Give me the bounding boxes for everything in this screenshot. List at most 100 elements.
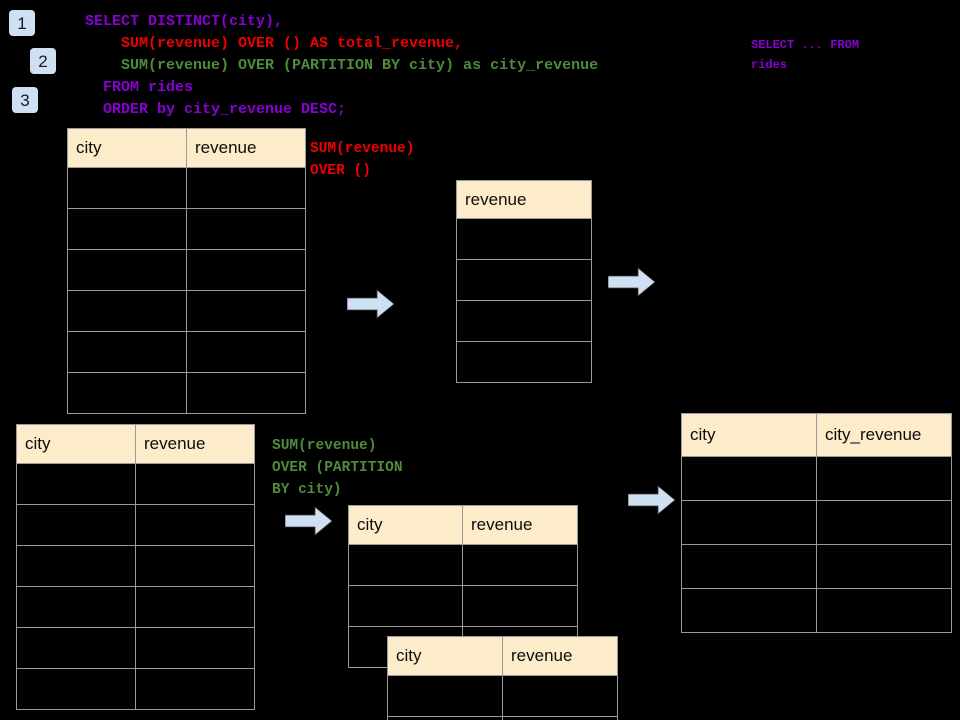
table-row <box>456 341 592 383</box>
cell-city-revenue <box>816 456 952 501</box>
cell-city <box>387 675 503 717</box>
column-header-city: city <box>348 505 463 545</box>
cell-city <box>16 504 136 546</box>
table-row <box>456 300 592 342</box>
column-header-city: city <box>387 636 503 676</box>
table-header-row: revenue <box>456 180 592 219</box>
arrow-total-to-final <box>608 267 656 297</box>
step-badge-3[interactable]: 3 <box>12 87 38 113</box>
column-header-revenue: revenue <box>462 505 578 545</box>
cell-revenue <box>456 218 592 260</box>
column-header-revenue: revenue <box>186 128 306 168</box>
cell-city-revenue <box>816 544 952 589</box>
cell-city <box>16 668 136 710</box>
cell-revenue <box>135 545 255 587</box>
cell-revenue <box>186 290 306 332</box>
cell-revenue <box>135 668 255 710</box>
table-row <box>16 627 255 669</box>
table-row <box>681 456 952 501</box>
cell-city <box>348 585 463 627</box>
column-header-city: city <box>67 128 187 168</box>
table-city-revenue-result: city city_revenue <box>681 413 952 633</box>
cell-city-revenue <box>816 500 952 545</box>
arrow-source-to-partition <box>285 506 333 536</box>
table-row <box>681 500 952 545</box>
table-row <box>387 716 618 720</box>
cell-city <box>681 500 817 545</box>
column-header-city-revenue: city_revenue <box>816 413 952 457</box>
table-row <box>67 372 306 414</box>
arrow-source-to-total <box>347 289 395 319</box>
cell-revenue <box>186 249 306 291</box>
cell-revenue <box>186 208 306 250</box>
table-header-row: city revenue <box>16 424 255 464</box>
cell-city <box>67 208 187 250</box>
table-rides-source-top: city revenue <box>67 128 306 414</box>
table-row <box>67 290 306 332</box>
cell-revenue <box>135 463 255 505</box>
table-row <box>16 668 255 710</box>
cell-revenue <box>186 331 306 373</box>
column-header-revenue: revenue <box>456 180 592 219</box>
cell-city <box>681 544 817 589</box>
arrow-partition-to-final <box>628 485 676 515</box>
table-partition-group-front: city revenue <box>387 636 618 720</box>
table-row <box>348 585 578 627</box>
step-badge-3-label: 3 <box>20 90 30 110</box>
table-header-row: city revenue <box>387 636 618 676</box>
table-row <box>681 588 952 633</box>
cell-city <box>16 545 136 587</box>
sql-line-select: SELECT DISTINCT(city), <box>85 13 284 30</box>
sql-line-order-by: ORDER by city_revenue DESC; <box>85 101 347 118</box>
table-row <box>387 675 618 717</box>
step-badge-1-label: 1 <box>17 13 27 33</box>
cell-city <box>348 544 463 586</box>
cell-revenue <box>462 544 578 586</box>
cell-revenue <box>135 627 255 669</box>
table-row <box>16 463 255 505</box>
table-rides-source-bottom: city revenue <box>16 424 255 710</box>
cell-city <box>67 249 187 291</box>
side-note-rides: rides <box>751 58 788 72</box>
cell-revenue <box>186 372 306 414</box>
cell-city <box>67 167 187 209</box>
step-badge-2[interactable]: 2 <box>30 48 56 74</box>
step-badge-2-label: 2 <box>38 51 48 71</box>
table-row <box>348 544 578 586</box>
cell-city <box>387 716 503 720</box>
cell-revenue <box>456 300 592 342</box>
table-header-row: city revenue <box>67 128 306 168</box>
cell-revenue <box>456 259 592 301</box>
column-header-city: city <box>16 424 136 464</box>
cell-city <box>681 588 817 633</box>
table-row <box>67 208 306 250</box>
table-row <box>456 259 592 301</box>
table-row <box>16 504 255 546</box>
cell-revenue <box>135 586 255 628</box>
table-row <box>456 218 592 260</box>
table-total-revenue-result: revenue <box>456 180 592 383</box>
cell-city <box>681 456 817 501</box>
cell-revenue <box>135 504 255 546</box>
table-row <box>16 545 255 587</box>
annotation-over-partition: SUM(revenue) OVER (PARTITION BY city) <box>272 438 403 498</box>
table-row <box>16 586 255 628</box>
cell-city <box>16 627 136 669</box>
column-header-city: city <box>681 413 817 457</box>
table-row <box>67 249 306 291</box>
cell-revenue <box>462 585 578 627</box>
table-row <box>67 167 306 209</box>
table-header-row: city revenue <box>348 505 578 545</box>
cell-city <box>67 372 187 414</box>
cell-city-revenue <box>816 588 952 633</box>
sql-line-city-revenue: SUM(revenue) OVER (PARTITION BY city) as… <box>85 57 599 74</box>
column-header-revenue: revenue <box>502 636 618 676</box>
cell-city <box>67 290 187 332</box>
step-badge-1[interactable]: 1 <box>9 10 35 36</box>
annotation-over-empty: SUM(revenue) OVER () <box>310 141 415 179</box>
cell-city <box>67 331 187 373</box>
cell-revenue <box>502 716 618 720</box>
side-note-select-from: SELECT ... FROM <box>751 38 860 52</box>
cell-revenue <box>502 675 618 717</box>
